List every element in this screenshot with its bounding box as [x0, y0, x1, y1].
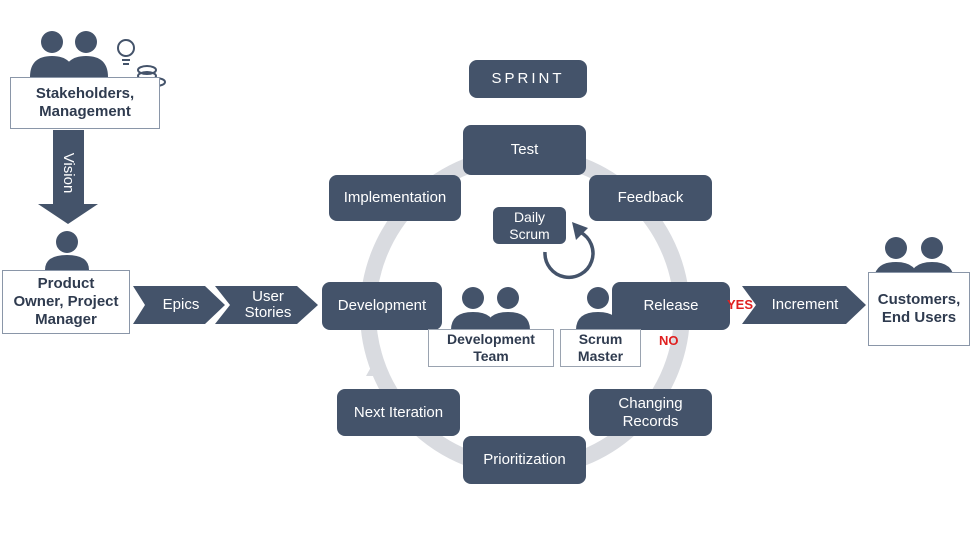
customers-line1: Customers, — [877, 291, 961, 308]
user-stories-label: User Stories — [232, 286, 304, 324]
user-stories-chevron — [215, 286, 318, 324]
increment-chevron — [742, 286, 866, 324]
development-node: Development — [322, 282, 442, 330]
prioritization-node: Prioritization — [463, 436, 586, 484]
scrum-master-person-icon — [576, 287, 620, 330]
changing-records-node: Changing Records — [589, 389, 712, 436]
stakeholders-line1: Stakeholders, — [35, 85, 135, 102]
epics-chevron — [133, 286, 225, 324]
user-stories-line1: User — [252, 287, 284, 305]
customers-box: Customers, End Users — [868, 272, 970, 346]
changing-records-line2: Records — [622, 412, 679, 430]
product-owner-box: Product Owner, Project Manager — [2, 270, 130, 334]
feedback-node: Feedback — [589, 175, 712, 221]
development-team-line2: Team — [473, 348, 509, 364]
increment-label: Increment — [771, 295, 839, 313]
implementation-node: Implementation — [329, 175, 461, 221]
next-iteration-node: Next Iteration — [337, 389, 460, 436]
scrum-master-line2: Master — [577, 348, 624, 364]
development-team-box: Development Team — [428, 329, 554, 367]
daily-scrum-line1: Daily — [513, 209, 546, 226]
scrum-master-line1: Scrum — [578, 331, 623, 348]
yes-label: YES — [727, 297, 754, 312]
daily-scrum-line2: Scrum — [509, 225, 550, 242]
no-label: NO — [659, 333, 679, 348]
scrum-master-box: Scrum Master — [560, 329, 641, 367]
development-team-line1: Development — [447, 331, 535, 348]
ring-arrowhead-left — [366, 360, 384, 376]
vision-arrow — [38, 130, 98, 224]
lightbulb-icon — [117, 39, 135, 65]
vision-label: Vision — [60, 152, 77, 194]
daily-scrum-loop-arrow — [543, 230, 595, 280]
changing-records-line1: Changing — [618, 395, 683, 413]
stakeholders-box: Stakeholders, Management — [10, 77, 160, 129]
development-team-people-icon — [451, 287, 530, 330]
release-node: Release — [612, 282, 730, 330]
daily-scrum-loop-arrowhead — [572, 222, 588, 240]
product-owner-line2: Owner, Project — [13, 293, 119, 310]
sprint-title: SPRINT — [469, 60, 587, 98]
product-owner-line1: Product — [37, 275, 95, 292]
user-stories-line2: Stories — [244, 304, 292, 321]
customers-line2: End Users — [881, 309, 957, 326]
test-node: Test — [463, 125, 586, 175]
epics-label: Epics — [162, 295, 200, 313]
product-owner-person-icon — [45, 231, 89, 270]
daily-scrum-node: Daily Scrum — [493, 207, 566, 244]
product-owner-line3: Manager — [35, 311, 97, 328]
stakeholders-people-icon — [30, 31, 108, 77]
stakeholders-line2: Management — [39, 103, 131, 120]
